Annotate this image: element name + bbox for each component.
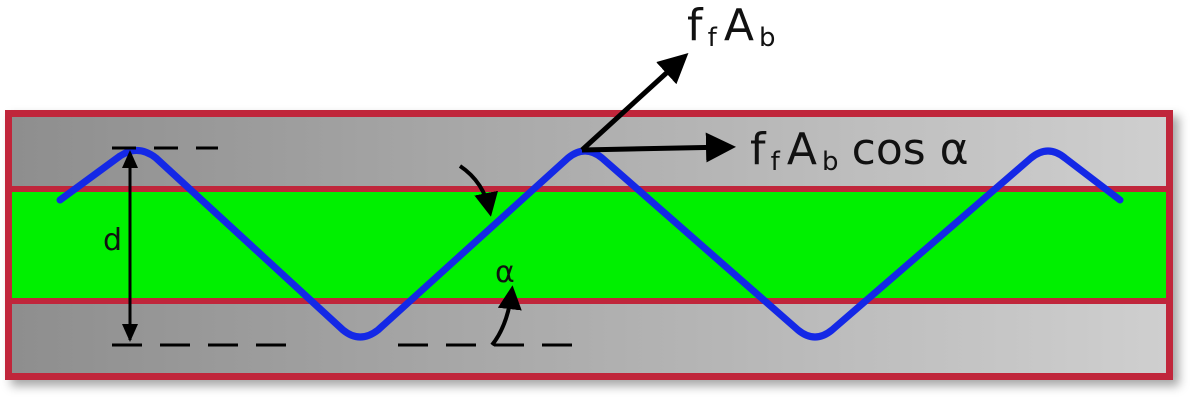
bottom-gray-layer	[12, 304, 1166, 373]
depth-arrowhead-top	[122, 150, 138, 168]
force-h-cos: cos α	[852, 124, 969, 175]
force-arrow-horizontal	[581, 132, 736, 163]
force-h-sub-b: b	[822, 147, 839, 177]
depth-dimension	[122, 150, 138, 342]
force-sub-b: b	[759, 23, 776, 53]
force-h-f: f	[750, 124, 767, 175]
force-h-sub-f: f	[771, 147, 781, 177]
force-A: A	[724, 0, 754, 51]
force-arrow-inclined	[580, 52, 689, 152]
force-label-inclined: f f A b	[687, 0, 776, 53]
force-h-A: A	[787, 124, 817, 175]
force-label-horizontal: f f A b cos α	[750, 124, 969, 177]
angle-label: α	[495, 255, 515, 290]
force-sub-f: f	[708, 23, 718, 53]
force-f: f	[687, 0, 704, 51]
curved-pointer-arrow	[458, 164, 498, 217]
angle-arc-arrow	[490, 285, 522, 347]
green-core-layer	[12, 192, 1166, 298]
depth-arrowhead-bottom	[122, 324, 138, 342]
reference-dashes	[112, 146, 572, 347]
depth-label: d	[103, 223, 122, 258]
